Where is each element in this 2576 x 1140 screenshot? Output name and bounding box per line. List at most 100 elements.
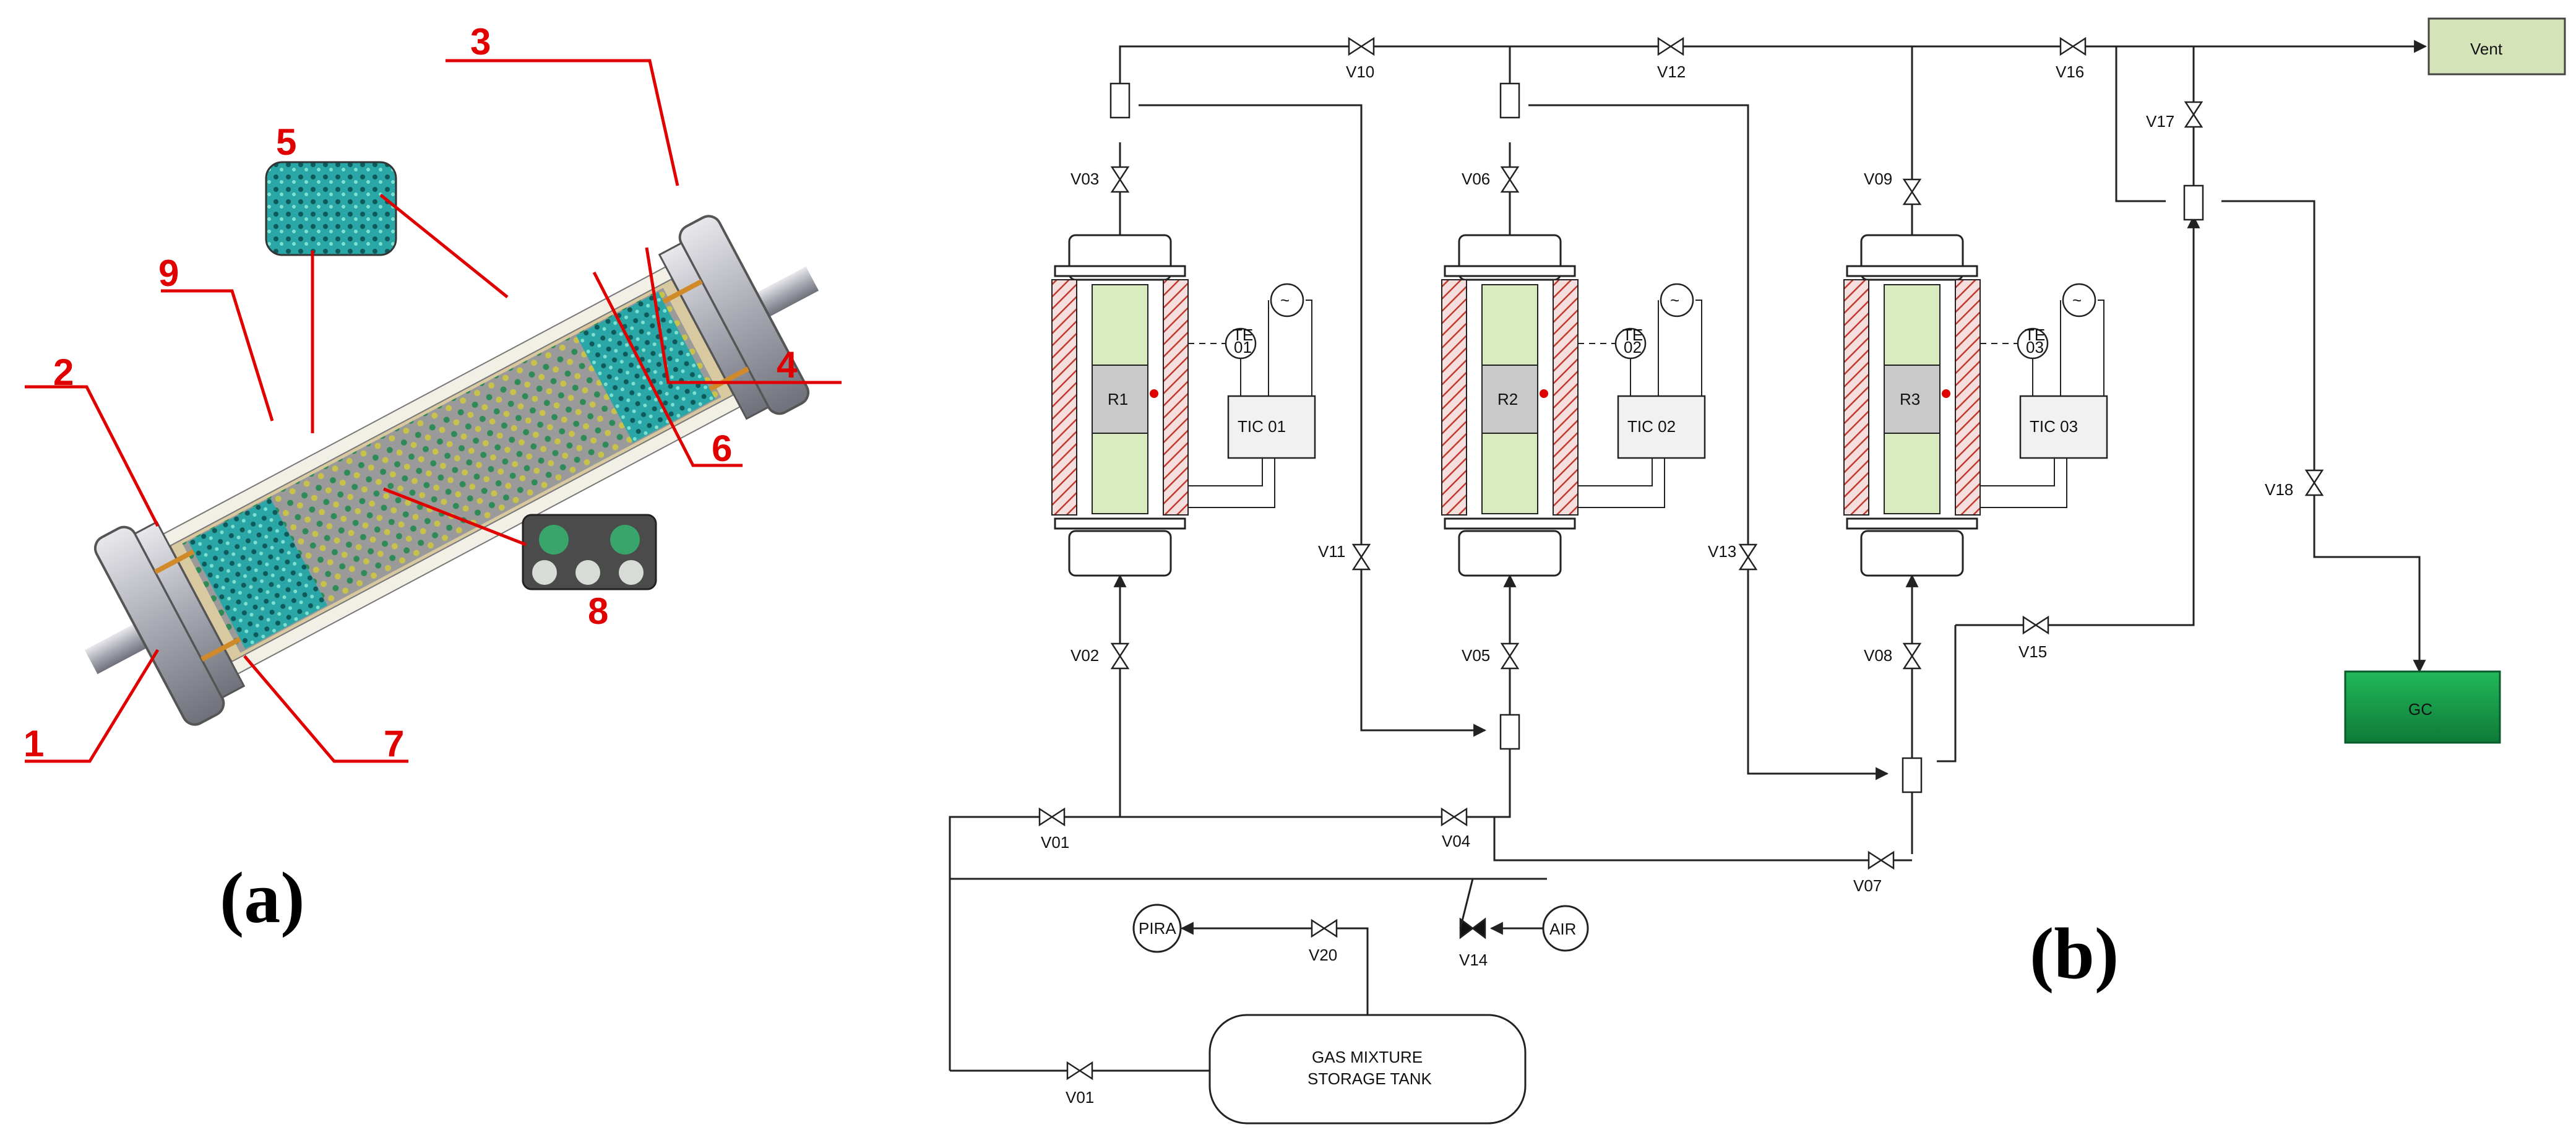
tank-label-line2: STORAGE TANK — [1307, 1069, 1432, 1088]
valve-tag: V01 — [1066, 1088, 1094, 1107]
pellet-dot — [619, 560, 644, 585]
reactor-label: R3 — [1900, 390, 1920, 408]
controller-label: TIC 03 — [2030, 417, 2078, 436]
valve-v08-symbol — [1902, 642, 1922, 670]
reactor-r2: R2 — [1441, 234, 1579, 577]
valve-tag: V01 — [1041, 833, 1069, 852]
power-supply-icon: ~ — [1280, 291, 1290, 309]
mixer-top-r1 — [1109, 82, 1131, 119]
valve-tag: V05 — [1462, 646, 1490, 665]
valve-v02-symbol — [1110, 642, 1130, 670]
callout-9: 9 — [158, 253, 179, 294]
sensor-tag: TE — [2025, 326, 2045, 344]
power-supply-icon: ~ — [2072, 291, 2082, 309]
callout-6: 6 — [712, 428, 732, 469]
valve-v05-symbol — [1500, 642, 1520, 670]
valve-tags: V01 V01 V02 V03 V04 V05 V06 V07 V08 V09 … — [1041, 63, 2293, 1107]
pellet-dot — [539, 525, 569, 555]
callout-4: 4 — [777, 344, 798, 386]
valve-tag: V03 — [1070, 170, 1099, 188]
valve-tag: V09 — [1864, 170, 1892, 188]
gc-box — [2344, 670, 2501, 744]
valve-tag: V13 — [1708, 542, 1736, 561]
vent-label: Vent — [2470, 40, 2503, 58]
power-supply-icon: ~ — [1670, 291, 1679, 309]
valve-tag: V02 — [1070, 646, 1099, 665]
valve-tag: V10 — [1346, 63, 1374, 81]
valve-v11-symbol — [1351, 543, 1371, 571]
control-loop-3: TE 03 TIC 03 ~ — [1980, 283, 2108, 508]
valve-v03-symbol — [1110, 166, 1130, 193]
reactor-r1: R1 — [1051, 234, 1189, 577]
control-loop-1: TE 01 TIC 01 ~ — [1188, 283, 1316, 508]
valve-tag: V14 — [1459, 951, 1488, 969]
valve-symbols — [1038, 37, 2324, 1081]
panel-b-pid: R1 R2 R3 — [949, 17, 2566, 1125]
tubular-reactor-drawing — [84, 215, 819, 726]
callout-8: 8 — [588, 590, 608, 632]
reactor-r3: R3 — [1843, 234, 1981, 577]
sensor-tag-number: 01 — [1234, 338, 1252, 356]
valve-v15-symbol — [2022, 615, 2049, 635]
panel-a-illustration: 1 2 3 4 5 6 7 8 9 (a) — [24, 21, 842, 938]
callout-2: 2 — [53, 352, 74, 393]
sensor-tag: TE — [1233, 326, 1253, 344]
valve-tag: V20 — [1309, 946, 1337, 964]
mixer-top-r2 — [1499, 82, 1520, 119]
pellet-dot — [575, 560, 600, 585]
callout-1: 1 — [24, 723, 44, 764]
pira-label: PIRA — [1139, 919, 1176, 938]
callout-5: 5 — [276, 121, 296, 163]
air-label: AIR — [1549, 920, 1576, 938]
gc-label: GC — [2408, 700, 2432, 719]
tank-label-line1: GAS MIXTURE — [1312, 1048, 1423, 1066]
valve-v01-symbol — [1038, 807, 1066, 827]
valve-tag: V18 — [2265, 480, 2293, 499]
mixer-outlet — [2183, 184, 2204, 221]
valve-tag: V04 — [1442, 832, 1470, 850]
sensor-tag-number: 02 — [1624, 338, 1642, 356]
controller-label: TIC 01 — [1238, 417, 1286, 436]
valve-v06-symbol — [1500, 166, 1520, 193]
valve-tag: V11 — [1318, 542, 1345, 561]
reactor-label: R1 — [1108, 390, 1128, 408]
pellet-dot — [532, 560, 557, 585]
valve-tag: V15 — [2018, 642, 2047, 661]
callout-leaders — [25, 59, 842, 763]
valve-v14-symbol — [1459, 917, 1486, 939]
valve-v20-symbol — [1311, 918, 1338, 938]
control-loop-2: TE 02 TIC 02 ~ — [1578, 283, 1706, 508]
valve-v01b-symbol — [1066, 1061, 1093, 1081]
pira-indicator — [1132, 904, 1182, 953]
sensor-tag: TE — [1622, 326, 1643, 344]
valve-v04-symbol — [1441, 807, 1468, 827]
valve-v07-symbol — [1867, 850, 1895, 870]
valve-tag: V07 — [1853, 876, 1882, 895]
callout-7: 7 — [384, 723, 404, 764]
valve-v09-symbol — [1902, 178, 1922, 205]
valve-v17-symbol — [2184, 101, 2203, 128]
valve-tag: V06 — [1462, 170, 1490, 188]
valve-v13-symbol — [1738, 543, 1758, 571]
controller-label: TIC 02 — [1627, 417, 1676, 436]
valve-v12-symbol — [1657, 37, 1684, 56]
valve-v10-symbol — [1348, 37, 1375, 56]
valve-tag: V08 — [1864, 646, 1892, 665]
sensor-tag-number: 03 — [2026, 338, 2044, 356]
gas-storage-tank — [1208, 1014, 1527, 1125]
mixer-r3-inlet — [1902, 757, 1923, 793]
panel-a-caption: (a) — [220, 857, 305, 938]
reactor-label: R2 — [1497, 390, 1518, 408]
valve-tag: V17 — [2146, 112, 2174, 131]
valve-tag: V16 — [2056, 63, 2084, 81]
pellet-dot — [610, 525, 640, 555]
valve-v16-symbol — [2059, 37, 2087, 56]
mixer-r2-inlet — [1499, 714, 1520, 750]
foam-inset — [265, 161, 397, 256]
valve-v18-symbol — [2304, 469, 2324, 496]
panel-b-caption: (b) — [2030, 913, 2119, 994]
callout-3: 3 — [470, 21, 491, 63]
valve-tag: V12 — [1657, 63, 1686, 81]
vent-box — [2427, 17, 2566, 76]
